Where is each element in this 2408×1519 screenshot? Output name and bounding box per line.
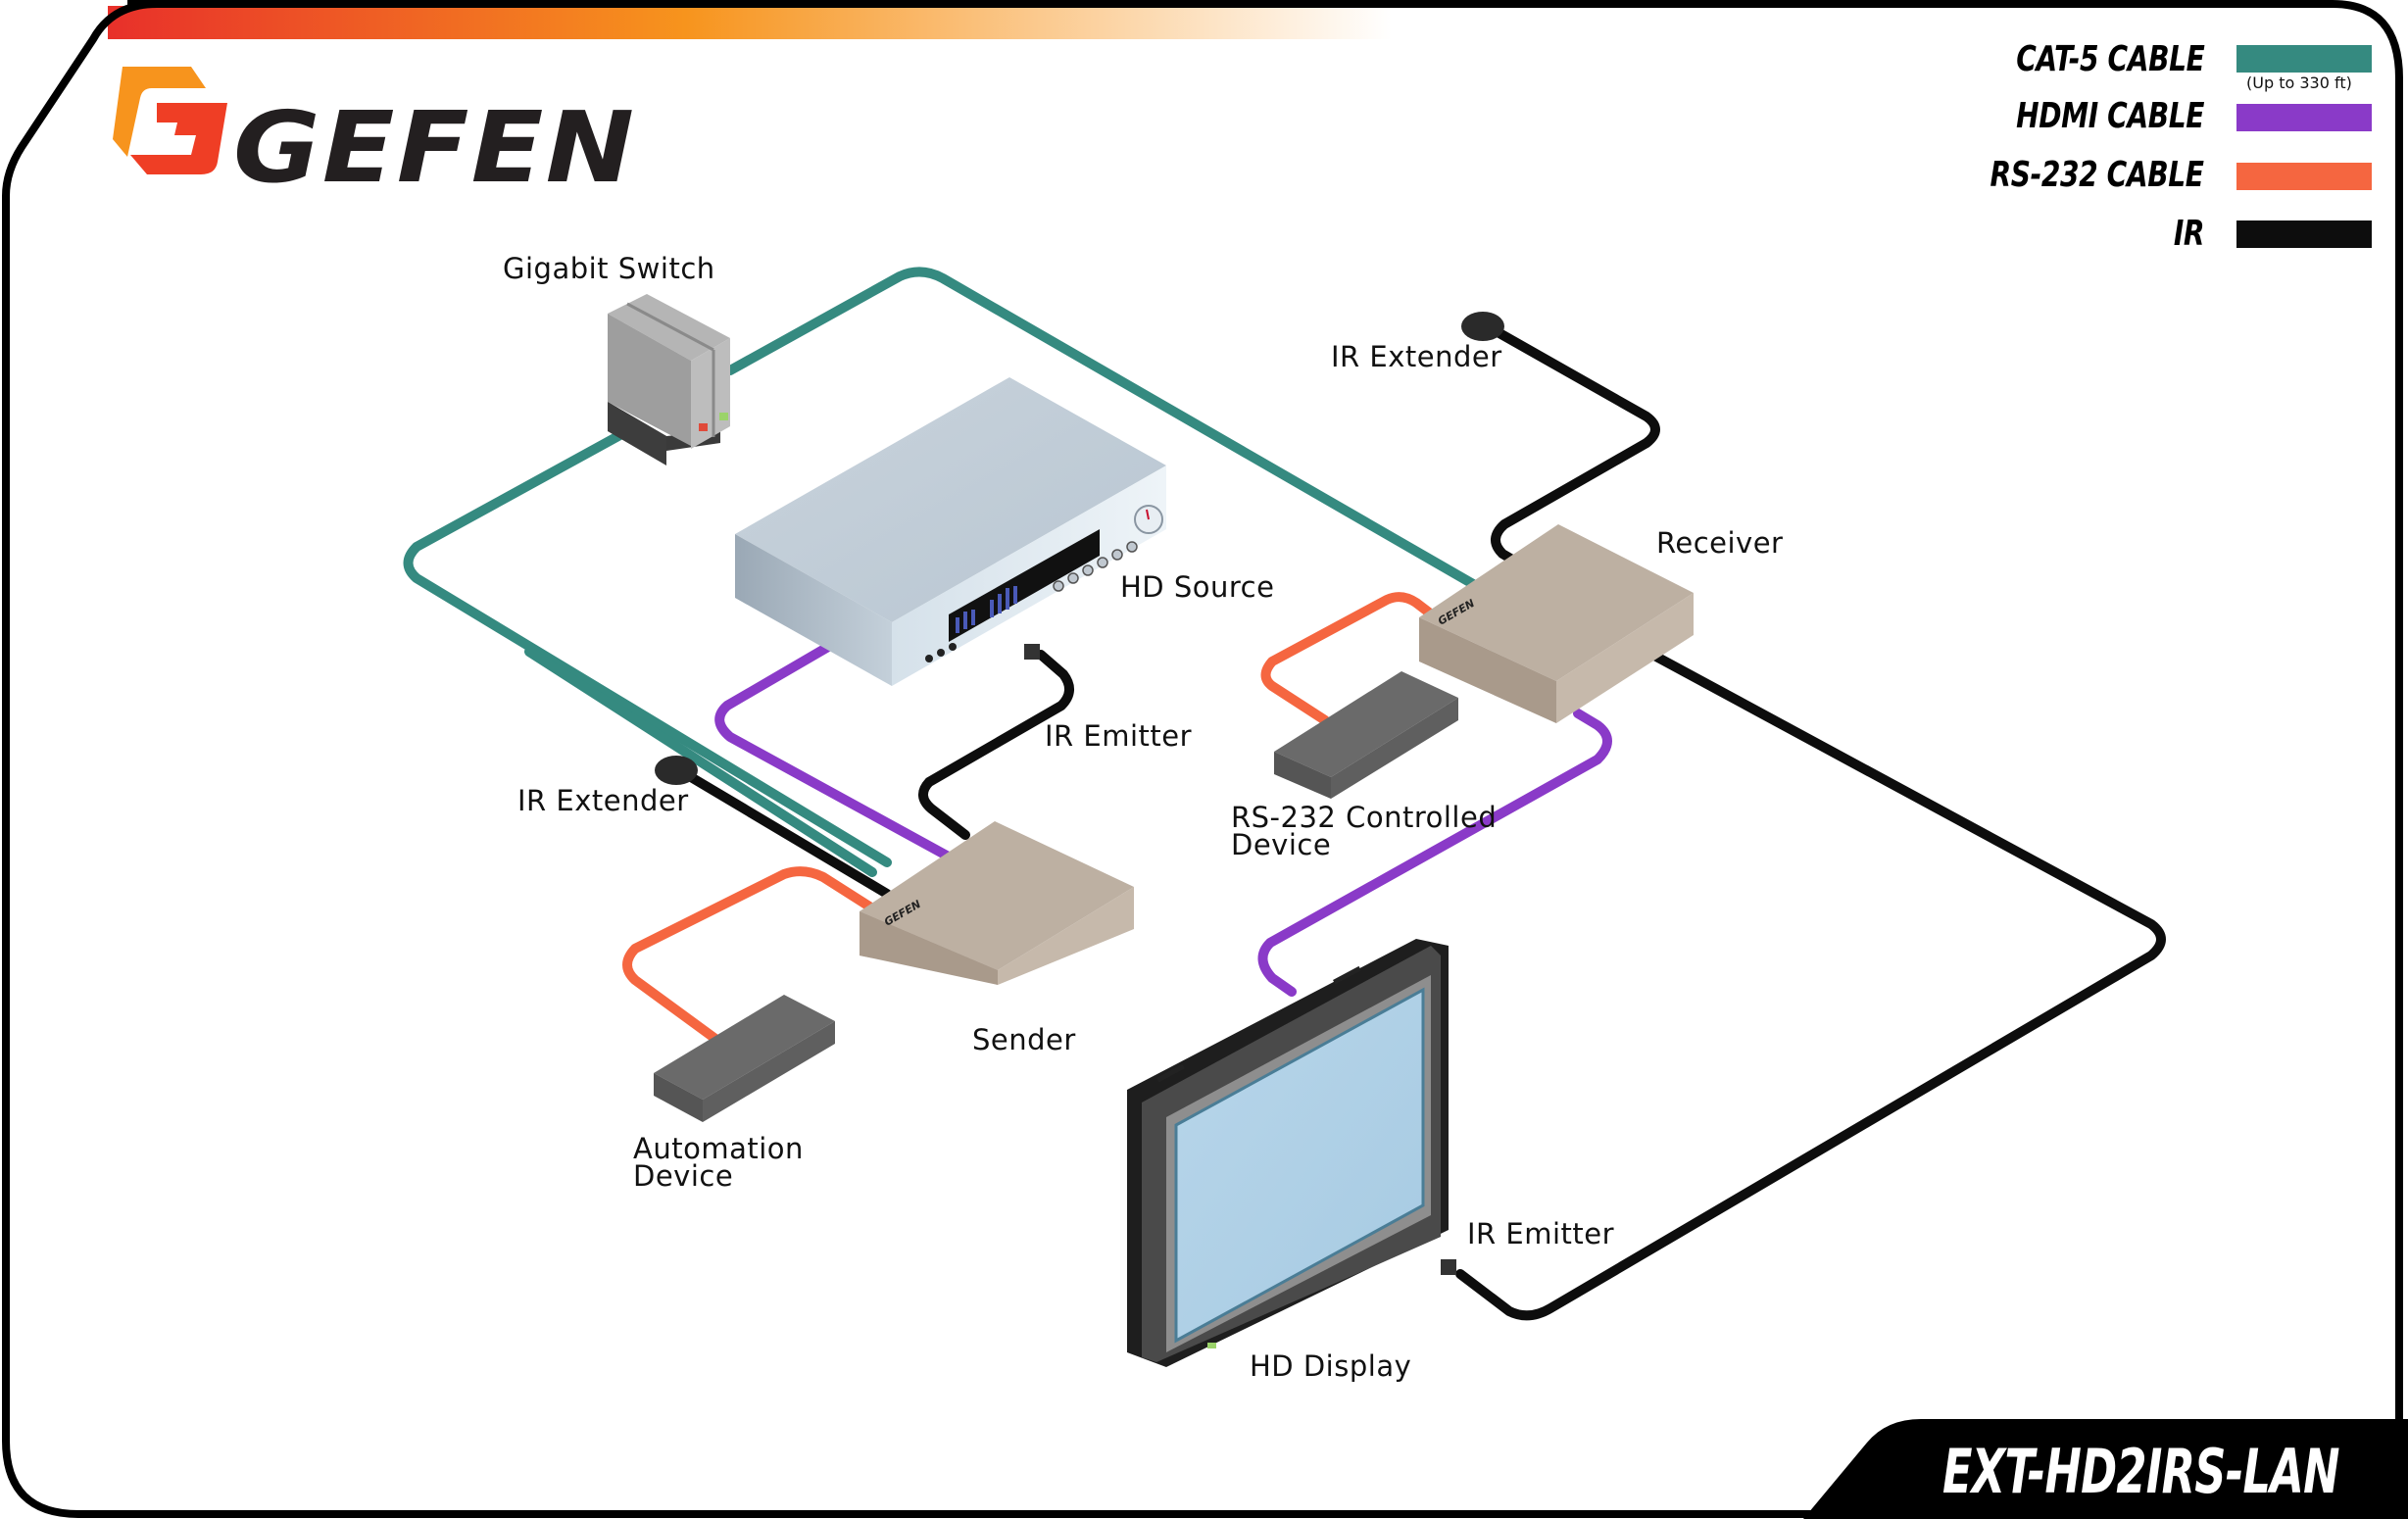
legend-label-hdmi: HDMI CABLE <box>2016 96 2204 136</box>
legend-swatch-hdmi <box>2236 104 2372 131</box>
front-buttons[interactable] <box>1053 541 1138 592</box>
gefen-logo-text: GEFEN <box>233 90 637 205</box>
display-panel <box>949 529 1100 642</box>
legend-note-cat5: (Up to 330 ft) <box>2246 74 2352 92</box>
legend-label-rs232: RS-232 CABLE <box>1990 155 2204 195</box>
gefen-logo-mark <box>113 67 227 174</box>
hdmi-cable-receiver-display <box>1257 709 1612 997</box>
cat5-cable-sender-switch-2 <box>524 647 877 877</box>
label-ir-extender-sender: IR Extender <box>517 784 689 817</box>
legend-swatch-ir <box>2236 220 2372 248</box>
hdmi-cable-source-sender <box>714 642 960 865</box>
ir-cable-emitter-sender <box>918 650 1074 840</box>
rs232-controlled-device[interactable] <box>1274 671 1458 799</box>
cat5-cable-switch-receiver <box>725 267 1485 593</box>
display-screen <box>1174 987 1425 1344</box>
label-gigabit-switch: Gigabit Switch <box>503 252 715 285</box>
label-hd-display: HD Display <box>1250 1349 1412 1383</box>
label-ir-extender-receiver: IR Extender <box>1331 340 1502 373</box>
automation-device[interactable] <box>654 995 835 1122</box>
legend-label-ir: IR <box>2173 214 2205 254</box>
label-automation-device-2: Device <box>633 1159 734 1193</box>
label-ir-emitter-display: IR Emitter <box>1467 1217 1615 1250</box>
rs232-cable-automation-sender <box>622 866 882 1044</box>
gigabit-switch-device[interactable] <box>608 294 730 466</box>
legend-swatch-cat5 <box>2236 45 2372 73</box>
status-led-red <box>699 423 708 431</box>
power-led <box>1207 1343 1216 1348</box>
model-badge <box>1803 1419 2408 1519</box>
ir-cable-extender-sender <box>681 769 892 899</box>
label-sender: Sender <box>972 1023 1076 1056</box>
sender-device[interactable]: GEFEN <box>860 821 1134 985</box>
receiver-device[interactable]: GEFEN <box>1419 524 1694 723</box>
cat5-cable-sender-switch <box>403 426 892 867</box>
ir-emitter-source-icon <box>1024 644 1040 660</box>
label-hd-source: HD Source <box>1120 570 1275 604</box>
header-gradient-bar <box>108 6 1392 39</box>
hd-display-device[interactable] <box>1127 939 1449 1367</box>
label-rs232-device-1: RS-232 Controlled <box>1231 801 1498 834</box>
label-rs232-device-2: Device <box>1231 828 1332 861</box>
rs232-cable-device-receiver <box>1260 592 1438 725</box>
ir-cable-emitter-receiver <box>1455 652 2166 1321</box>
label-automation-device-1: Automation <box>633 1132 804 1165</box>
ir-extender-receiver-icon[interactable] <box>1461 312 1504 341</box>
ir-cable-extender-receiver <box>1491 328 1660 571</box>
label-ir-emitter-source: IR Emitter <box>1045 719 1193 753</box>
hd-source-device[interactable] <box>735 377 1166 686</box>
model-number: EXT-HD2IRS-LAN <box>1942 1436 2339 1507</box>
label-receiver: Receiver <box>1656 526 1784 560</box>
legend-swatch-rs232 <box>2236 163 2372 190</box>
ir-emitter-display-icon <box>1441 1259 1456 1275</box>
ir-extender-sender-icon[interactable] <box>655 756 698 785</box>
cables <box>403 267 2166 1321</box>
legend-label-cat5: CAT-5 CABLE <box>2015 39 2205 79</box>
status-led-green <box>719 413 728 420</box>
